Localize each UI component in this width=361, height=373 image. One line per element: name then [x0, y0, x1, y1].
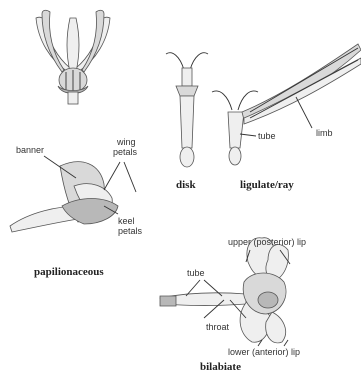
caption-papilionaceous: papilionaceous [34, 266, 104, 278]
caption-disk: disk [176, 179, 196, 191]
ray-floret [212, 44, 361, 165]
label-keel-1: keel [118, 216, 135, 226]
top-left-flower [36, 10, 110, 104]
label-limb: limb [316, 128, 333, 138]
label-keel-2: petals [118, 226, 143, 236]
papilionaceous-flower [10, 162, 118, 232]
caption-bilabiate: bilabiate [200, 361, 241, 373]
label-wing-2: petals [113, 147, 138, 157]
label-upper-lip: upper (posterior) lip [228, 237, 306, 247]
label-throat: throat [206, 322, 230, 332]
disk-floret [166, 53, 208, 167]
label-banner: banner [16, 145, 44, 155]
label-lower-lip: lower (anterior) lip [228, 347, 300, 357]
caption-ligulate-ray: ligulate/ray [240, 179, 294, 191]
label-bilabiate-tube: tube [187, 268, 205, 278]
label-tube: tube [258, 131, 276, 141]
label-wing-1: wing [116, 137, 136, 147]
